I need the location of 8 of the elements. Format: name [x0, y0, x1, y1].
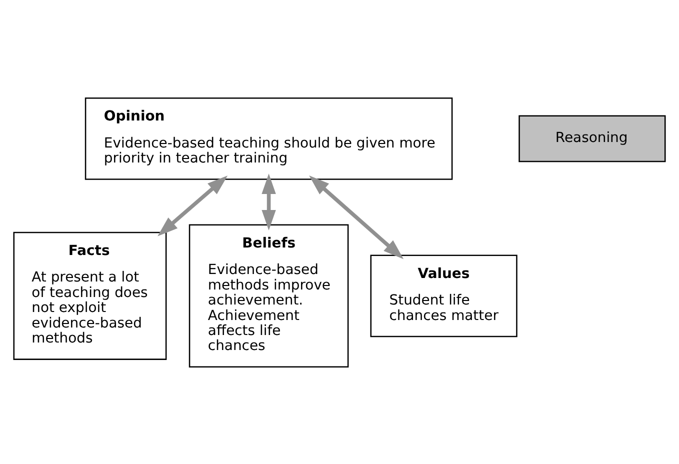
arrow: [309, 175, 404, 259]
node-box: Opinion Evidence-based teaching should be given more priority in teacher training: [84, 96, 453, 180]
node-box: Beliefs Evidence-based methods improve achievement. Achievement affects life chances: [188, 224, 349, 368]
node-box: Values Student life chances matter: [370, 254, 518, 337]
arrow: [158, 175, 228, 236]
arrow: [262, 173, 276, 230]
node-box: Reasoning: [518, 114, 666, 162]
node-box: Facts At present a lot of teaching does not exploit evidence-based methods: [13, 231, 167, 360]
